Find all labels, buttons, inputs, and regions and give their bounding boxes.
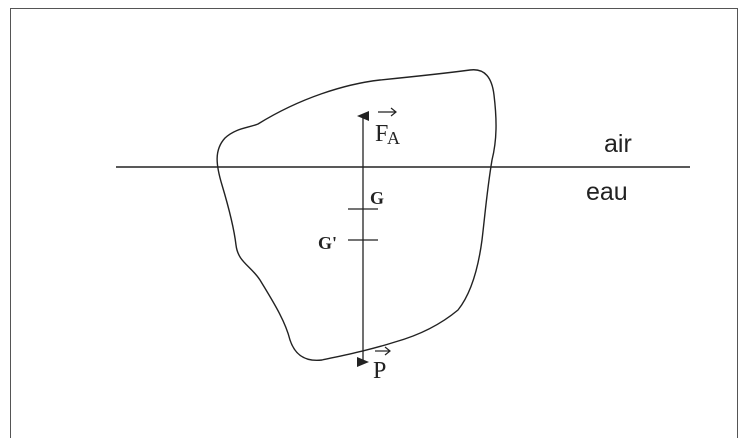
weight-force-label: P [373, 346, 391, 384]
label-air: air [604, 130, 632, 158]
vector-arrowhead-icon [384, 346, 391, 356]
buoyancy-force-subscript: A [387, 128, 400, 148]
weight-force-letter: P [373, 358, 386, 384]
floating-body-outline [216, 69, 497, 362]
buoyancy-force-letter: F [375, 121, 388, 147]
figure-frame [10, 8, 738, 438]
buoyancy-force-label: F A [375, 107, 400, 148]
label-water: eau [586, 178, 628, 206]
buoyancy-diagram: G G' F A P air eau [116, 69, 690, 384]
label-g: G [370, 188, 384, 208]
label-g-prime: G' [318, 233, 337, 253]
vector-arrowhead-icon [390, 107, 397, 117]
